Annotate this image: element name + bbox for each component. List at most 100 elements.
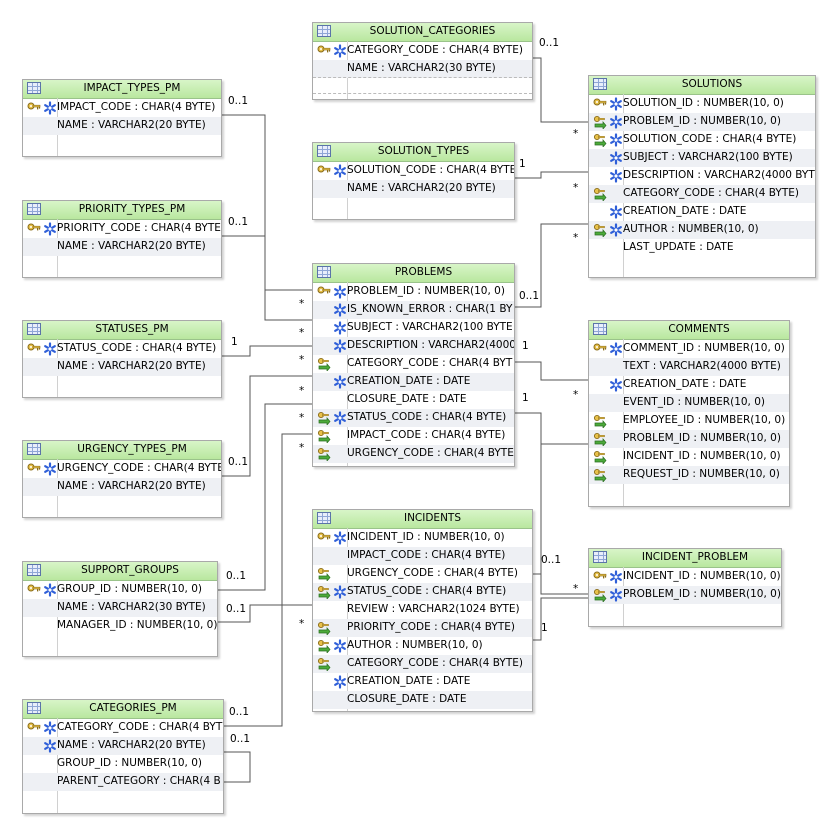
column-row[interactable]: NAME : VARCHAR2(20 BYTE)	[23, 117, 221, 135]
column-row[interactable]: STATUS_CODE : CHAR(4 BYTE)	[313, 409, 514, 427]
column-row[interactable]: SOLUTION_CODE : CHAR(4 BYTE	[313, 162, 514, 180]
column-row[interactable]: INCIDENT_ID : NUMBER(10, 0)	[589, 448, 789, 466]
column-row[interactable]: CLOSURE_DATE : DATE	[313, 691, 532, 709]
column-row[interactable]: TEXT : VARCHAR2(4000 BYTE)	[589, 358, 789, 376]
column-row[interactable]: SOLUTION_CODE : CHAR(4 BYTE)	[589, 131, 815, 149]
column-definition: URGENCY_CODE : CHAR(4 BYTE)	[347, 567, 518, 579]
primary-key-icon	[27, 721, 41, 735]
column-row[interactable]: INCIDENT_ID : NUMBER(10, 0)	[589, 568, 781, 586]
column-row[interactable]: CATEGORY_CODE : CHAR(4 BYTE)	[313, 655, 532, 673]
column-row[interactable]: INCIDENT_ID : NUMBER(10, 0)	[313, 529, 532, 547]
relationship-line	[222, 433, 312, 727]
column-row[interactable]: PRIORITY_CODE : CHAR(4 BYTE)	[313, 619, 532, 637]
column-row[interactable]: MANAGER_ID : NUMBER(10, 0)	[23, 617, 217, 635]
table-statuses-pm[interactable]: STATUSES_PM STATUS_CODE : CHAR(4 BYTE)NAM…	[22, 320, 222, 398]
table-header[interactable]: URGENCY_TYPES_PM	[23, 441, 221, 460]
table-header[interactable]: CATEGORIES_PM	[23, 700, 223, 719]
column-row[interactable]: PROBLEM_ID : NUMBER(10, 0)	[589, 586, 781, 604]
table-grid-icon	[317, 266, 331, 278]
column-definition: EMPLOYEE_ID : NUMBER(10, 0)	[623, 414, 786, 426]
column-row[interactable]: REVIEW : VARCHAR2(1024 BYTE)	[313, 601, 532, 619]
table-header[interactable]: INCIDENT_PROBLEM	[589, 549, 781, 568]
column-row[interactable]: CLOSURE_DATE : DATE	[313, 391, 514, 409]
column-row[interactable]: AUTHOR : NUMBER(10, 0)	[589, 221, 815, 239]
table-header[interactable]: SOLUTION_TYPES	[313, 143, 514, 162]
column-row[interactable]: URGENCY_CODE : CHAR(4 BYTE)	[313, 565, 532, 583]
column-row[interactable]: DESCRIPTION : VARCHAR2(4000 BYTE	[589, 167, 815, 185]
table-header[interactable]: INCIDENTS	[313, 510, 532, 529]
column-row[interactable]: STATUS_CODE : CHAR(4 BYTE)	[23, 340, 221, 358]
column-row[interactable]: IS_KNOWN_ERROR : CHAR(1 BY	[313, 301, 514, 319]
column-definition: INCIDENT_ID : NUMBER(10, 0)	[623, 570, 781, 582]
column-row[interactable]: GROUP_ID : NUMBER(10, 0)	[23, 755, 223, 773]
column-row[interactable]: NAME : VARCHAR2(20 BYTE)	[23, 478, 221, 496]
table-title: COMMENTS	[668, 323, 730, 335]
column-row[interactable]: IMPACT_CODE : CHAR(4 BYTE)	[23, 99, 221, 117]
column-row[interactable]: REQUEST_ID : NUMBER(10, 0)	[589, 466, 789, 484]
column-row[interactable]: GROUP_ID : NUMBER(10, 0)	[23, 581, 217, 599]
column-row[interactable]: IMPACT_CODE : CHAR(4 BYTE)	[313, 427, 514, 445]
column-row[interactable]: CATEGORY_CODE : CHAR(4 BYTE)	[589, 185, 815, 203]
column-row[interactable]: URGENCY_CODE : CHAR(4 BYTE	[23, 460, 221, 478]
column-row[interactable]: NAME : VARCHAR2(20 BYTE)	[23, 238, 221, 256]
column-definition: STATUS_CODE : CHAR(4 BYTE)	[347, 585, 507, 597]
column-row[interactable]: EMPLOYEE_ID : NUMBER(10, 0)	[589, 412, 789, 430]
table-header[interactable]: IMPACT_TYPES_PM	[23, 80, 221, 99]
table-header[interactable]: SUPPORT_GROUPS	[23, 562, 217, 581]
table-header[interactable]: PROBLEMS	[313, 264, 514, 283]
column-row[interactable]: STATUS_CODE : CHAR(4 BYTE)	[313, 583, 532, 601]
column-row[interactable]: CREATION_DATE : DATE	[313, 673, 532, 691]
column-row[interactable]: SOLUTION_ID : NUMBER(10, 0)	[589, 95, 815, 113]
foreign-key-icon	[317, 447, 331, 461]
column-row[interactable]: SUBJECT : VARCHAR2(100 BYTE)	[589, 149, 815, 167]
column-definition: CATEGORY_CODE : CHAR(4 BYT	[57, 721, 223, 733]
column-row[interactable]: PARENT_CATEGORY : CHAR(4 B	[23, 773, 223, 791]
table-header[interactable]: SOLUTIONS	[589, 76, 815, 95]
column-row[interactable]: DESCRIPTION : VARCHAR2(4000	[313, 337, 514, 355]
not-null-asterisk-icon	[333, 639, 347, 653]
column-row[interactable]: CATEGORY_CODE : CHAR(4 BYT	[23, 719, 223, 737]
table-categories-pm[interactable]: CATEGORIES_PM CATEGORY_CODE : CHAR(4 BYT N…	[22, 699, 224, 814]
column-row[interactable]: EVENT_ID : NUMBER(10, 0)	[589, 394, 789, 412]
column-row[interactable]: NAME : VARCHAR2(30 BYTE)	[313, 60, 532, 78]
column-row[interactable]: NAME : VARCHAR2(30 BYTE)	[23, 599, 217, 617]
column-row[interactable]: NAME : VARCHAR2(20 BYTE)	[23, 737, 223, 755]
column-row[interactable]: LAST_UPDATE : DATE	[589, 239, 815, 257]
column-row[interactable]: IMPACT_CODE : CHAR(4 BYTE)	[313, 547, 532, 565]
table-header[interactable]: SOLUTION_CATEGORIES	[313, 23, 532, 42]
column-row[interactable]: URGENCY_CODE : CHAR(4 BYTE	[313, 445, 514, 463]
column-row[interactable]: PROBLEM_ID : NUMBER(10, 0)	[589, 430, 789, 448]
table-header[interactable]: STATUSES_PM	[23, 321, 221, 340]
table-incident-problem[interactable]: INCIDENT_PROBLEM INCIDENT_ID : NUMBER(10,…	[588, 548, 782, 627]
table-header[interactable]: COMMENTS	[589, 321, 789, 340]
not-null-asterisk-icon	[333, 585, 347, 599]
table-comments[interactable]: COMMENTS COMMENT_ID : NUMBER(10, 0)TEXT :…	[588, 320, 790, 507]
column-row[interactable]: PRIORITY_CODE : CHAR(4 BYTE)	[23, 220, 221, 238]
column-row[interactable]: CREATION_DATE : DATE	[589, 203, 815, 221]
column-row[interactable]: COMMENT_ID : NUMBER(10, 0)	[589, 340, 789, 358]
table-grid-icon	[317, 145, 331, 157]
column-row[interactable]: PROBLEM_ID : NUMBER(10, 0)	[589, 113, 815, 131]
column-row[interactable]: AUTHOR : NUMBER(10, 0)	[313, 637, 532, 655]
column-row[interactable]: CATEGORY_CODE : CHAR(4 BYTE)	[313, 42, 532, 60]
column-row[interactable]: NAME : VARCHAR2(20 BYTE)	[23, 358, 221, 376]
table-header[interactable]: PRIORITY_TYPES_PM	[23, 201, 221, 220]
column-row[interactable]: PROBLEM_ID : NUMBER(10, 0)	[313, 283, 514, 301]
column-row[interactable]: CREATION_DATE : DATE	[313, 373, 514, 391]
relationship-line	[216, 604, 312, 623]
column-definition: CREATION_DATE : DATE	[347, 675, 471, 687]
table-title: STATUSES_PM	[95, 323, 169, 335]
column-row[interactable]: NAME : VARCHAR2(20 BYTE)	[313, 180, 514, 198]
column-row[interactable]: CREATION_DATE : DATE	[589, 376, 789, 394]
column-row[interactable]: CATEGORY_CODE : CHAR(4 BYT	[313, 355, 514, 373]
column-row[interactable]: SUBJECT : VARCHAR2(100 BYTE	[313, 319, 514, 337]
